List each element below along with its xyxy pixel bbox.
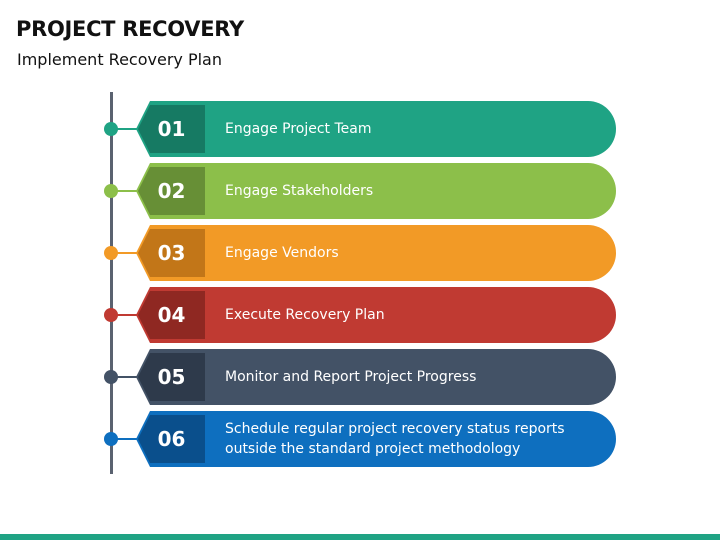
page-title: PROJECT RECOVERY — [16, 17, 244, 41]
step-connector — [116, 314, 140, 316]
step-item: 05 Monitor and Report Project Progress — [104, 349, 616, 405]
step-banner — [136, 287, 616, 343]
step-label: Engage Project Team — [225, 121, 372, 137]
step-number: 01 — [138, 105, 205, 153]
step-item: 06 Schedule regular project recovery stat… — [104, 411, 616, 467]
step-label: Engage Stakeholders — [225, 183, 374, 199]
step-dot — [104, 308, 118, 322]
step-dot — [104, 432, 118, 446]
step-number: 03 — [138, 229, 205, 277]
step-number: 02 — [138, 167, 205, 215]
step-label: Engage Vendors — [225, 245, 339, 261]
step-dot — [104, 122, 118, 136]
step-connector — [116, 376, 140, 378]
step-dot — [104, 370, 118, 384]
step-connector — [116, 252, 140, 254]
step-label: Execute Recovery Plan — [225, 307, 385, 323]
step-label: Schedule regular project recovery status… — [225, 421, 565, 457]
step-item: 02 Engage Stakeholders — [104, 163, 616, 219]
step-dot — [104, 246, 118, 260]
step-item: 01 Engage Project Team — [104, 101, 616, 157]
step-item: 03 Engage Vendors — [104, 225, 616, 281]
page-subtitle: Implement Recovery Plan — [17, 50, 222, 69]
step-connector — [116, 438, 140, 440]
step-banner — [136, 101, 616, 157]
step-dot — [104, 184, 118, 198]
step-item: 04 Execute Recovery Plan — [104, 287, 616, 343]
step-number: 04 — [138, 291, 205, 339]
step-banner — [136, 349, 616, 405]
step-banner — [136, 225, 616, 281]
step-connector — [116, 190, 140, 192]
step-label: Monitor and Report Project Progress — [225, 369, 477, 385]
step-number: 05 — [138, 353, 205, 401]
step-number: 06 — [138, 415, 205, 463]
bottom-accent-bar — [0, 534, 720, 540]
step-connector — [116, 128, 140, 130]
timeline-line — [110, 92, 113, 474]
step-banner — [136, 411, 616, 467]
step-banner — [136, 163, 616, 219]
